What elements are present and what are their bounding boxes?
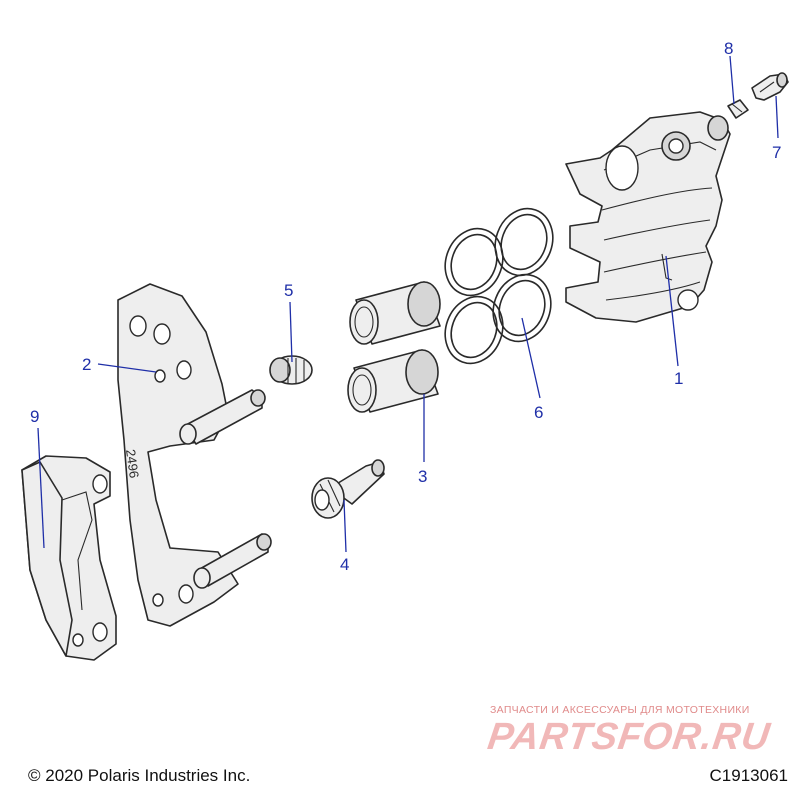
leader-7 (775, 95, 779, 139)
watermark-caption: ЗАПЧАСТИ И АКСЕССУАРЫ ДЛЯ МОТОТЕХНИКИ (490, 704, 750, 716)
bleeder-screw (751, 72, 789, 101)
caliper-housing (565, 111, 731, 323)
leader-9 (37, 427, 45, 549)
leader-2 (97, 363, 157, 373)
copyright-text: © 2020 Polaris Industries Inc. (28, 766, 251, 785)
callout-3: 3 (418, 467, 427, 486)
callout-6: 6 (534, 403, 543, 422)
watermark-logo: PARTSFOR.RU (485, 716, 773, 758)
callout-2: 2 (82, 355, 91, 374)
caliper-pistons (347, 281, 441, 413)
callout-5: 5 (284, 281, 293, 300)
callout-7: 7 (772, 143, 781, 162)
leader-6 (521, 317, 541, 399)
piston-seals (444, 207, 554, 365)
upper-pin-boot (269, 355, 313, 385)
bleeder-cap (727, 99, 749, 119)
diagram-id: C1913061 (709, 766, 788, 785)
leader-4 (343, 499, 347, 553)
brake-pads (21, 455, 117, 661)
lower-pin-boot (311, 459, 385, 519)
callout-8: 8 (724, 39, 733, 58)
caliper-bracket: 2496 (117, 283, 272, 627)
callout-9: 9 (30, 407, 39, 426)
bracket-stamp-number: 2496 (123, 448, 142, 479)
leader-1 (665, 255, 679, 367)
leader-8 (729, 55, 735, 105)
callout-1: 1 (674, 369, 683, 388)
callout-4: 4 (340, 555, 349, 574)
leader-lines (37, 55, 779, 553)
callout-labels: 1 2 3 4 5 6 7 8 9 (30, 39, 781, 574)
leader-5 (289, 301, 293, 363)
